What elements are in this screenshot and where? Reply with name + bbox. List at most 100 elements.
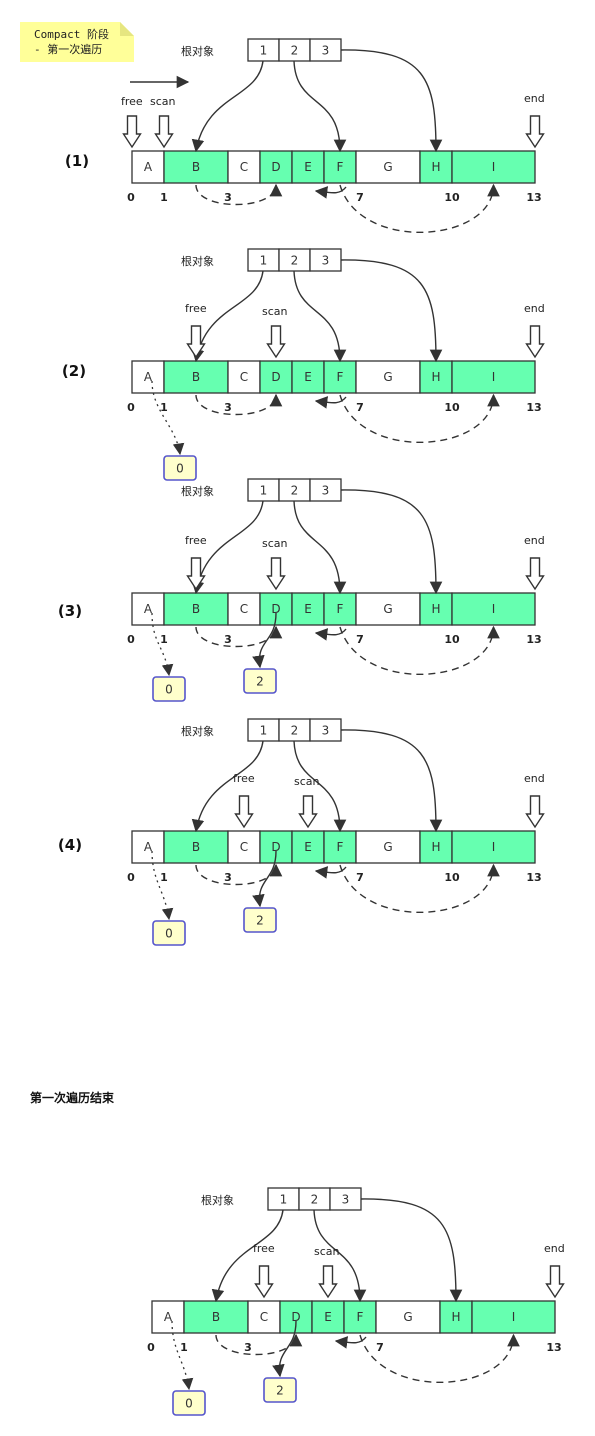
end-label: end [524,772,545,785]
address-label: 1 [160,401,168,414]
address-label: 7 [356,633,364,646]
heap-cell-c [227,830,261,864]
heap-cell-b [163,830,229,864]
address-label: 1 [160,633,168,646]
root-label: 根对象 [201,1193,234,1207]
scan-pointer-arrow [298,795,318,829]
root-label: 根对象 [181,254,214,268]
root-box-label: 3 [322,724,330,738]
forward-arrow-2 [252,612,277,669]
heap-cell-label: A [144,160,153,174]
heap-cell-g [355,150,421,184]
address-label: 3 [244,1341,252,1354]
forward-address-label: 2 [256,914,264,928]
heap-cell-label: E [304,370,312,384]
heap-cell-label: C [240,370,248,384]
root-arrow-3 [360,1198,463,1303]
heap-cell-label: D [291,1310,300,1324]
heap-cell-b [163,360,229,394]
root-arrow-3 [340,49,443,153]
forward-address-2 [243,907,277,933]
root-box-label: 3 [342,1193,350,1207]
scan-pointer-arrow [266,325,286,359]
end-pointer-arrow [525,325,545,359]
free-label: free [185,534,207,547]
address-label: 7 [356,191,364,204]
heap-cell-h [419,150,453,184]
heap-cell-label: D [271,840,280,854]
heap-cell-label: D [271,602,280,616]
free-pointer-arrow [254,1265,274,1299]
free-label: free [121,95,143,108]
heap-cell-label: B [192,370,200,384]
forward-arrow-2 [252,850,277,908]
address-label: 7 [376,1341,384,1354]
end-label: end [524,92,545,105]
scan-pointer-arrow [318,1265,338,1299]
free-label: free [233,772,255,785]
ref-arrow-b-d [195,863,283,886]
root-arrow-3 [340,489,443,595]
heap-cell-e [311,1300,345,1334]
forward-arrow-0 [171,1320,194,1391]
heap-cell-i [451,360,536,394]
heap-cell-label: C [240,602,248,616]
heap-cell-i [451,830,536,864]
root-arrow-1 [211,1209,284,1303]
ref-arrow-f-e [314,396,347,409]
end-label: end [524,534,545,547]
heap-cell-c [227,592,261,626]
heap-cell-label: F [337,370,344,384]
heap-cell-i [451,592,536,626]
scan-pointer-arrow [266,557,286,591]
heap-cell-label: G [403,1310,412,1324]
heap-cell-a [131,360,165,394]
scan-label: scan [294,775,320,788]
heap-cell-e [291,360,325,394]
address-label: 13 [526,401,541,414]
forward-address-2 [263,1377,297,1403]
root-arrow-1 [191,500,264,595]
heap-cell-label: B [192,160,200,174]
root-box-label: 3 [322,484,330,498]
root-box-label: 1 [260,484,268,498]
ref-arrow-f-e [314,628,347,641]
root-box-label: 1 [260,44,268,58]
heap-cell-label: I [492,160,496,174]
heap-cell-label: E [304,840,312,854]
free-label: free [253,1242,275,1255]
root-box-label: 2 [291,484,299,498]
heap-cell-g [375,1300,441,1334]
forward-arrow-0 [151,612,174,677]
heap-cell-i [451,150,536,184]
root-arrow-1 [191,270,264,363]
heap-cell-d [259,150,293,184]
heap-cell-label: I [512,1310,516,1324]
scan-label: scan [262,305,288,318]
end-pointer-arrow [525,115,545,149]
address-label: 10 [444,191,460,204]
forward-address-2 [243,668,277,694]
root-box-label: 3 [322,254,330,268]
heap-cell-label: A [144,840,153,854]
end-label: end [524,302,545,315]
heap-cell-label: H [431,602,440,616]
root-box-label: 1 [260,254,268,268]
free-pointer-arrow [186,557,206,591]
forward-address-label: 2 [276,1384,284,1398]
heap-cell-label: C [240,840,248,854]
root-box-label: 3 [322,44,330,58]
root-label: 根对象 [181,724,214,738]
address-label: 0 [147,1341,155,1354]
heap-cell-label: G [383,370,392,384]
heap-cell-c [227,360,261,394]
ref-arrow-f-e [314,866,347,879]
heap-cell-label: A [144,370,153,384]
forward-arrow-0 [151,850,174,921]
scan-label: scan [314,1245,340,1258]
ref-arrow-f-e [314,186,347,199]
address-label: 7 [356,871,364,884]
